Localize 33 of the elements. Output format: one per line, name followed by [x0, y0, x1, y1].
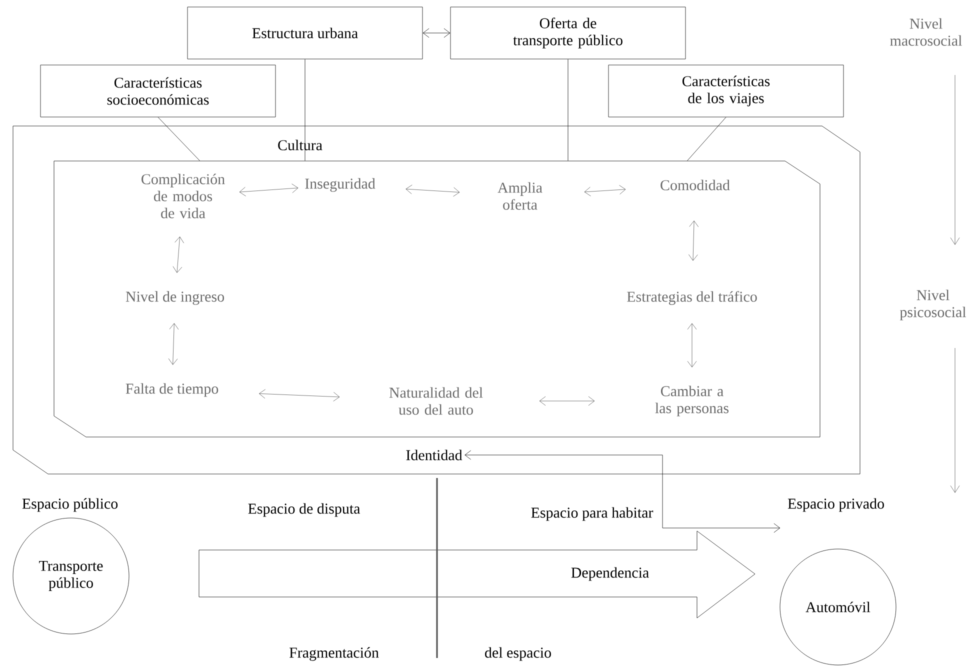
- arrow: [172, 236, 184, 273]
- arrow: [258, 389, 340, 402]
- factor-label: Nivel de ingreso: [126, 291, 224, 305]
- band-label: Identidad: [406, 450, 462, 460]
- factor-box: Oferta de transporte público: [450, 6, 686, 60]
- factor-label: Estrategias del tráfico: [627, 291, 757, 305]
- factor-label: Complicación de modos de vida: [142, 174, 225, 218]
- level-label: Nivel macrosocial: [890, 18, 962, 46]
- arrow: [464, 450, 780, 533]
- factor-label: Amplia oferta: [498, 182, 542, 210]
- space-label: Espacio de disputa: [248, 503, 360, 517]
- arrow: [406, 184, 460, 197]
- factor-box: Características socioeconómicas: [40, 64, 276, 118]
- axis-label: del espacio: [485, 647, 551, 661]
- axis-label: Fragmentación: [289, 647, 379, 661]
- factor-label: Comodidad: [660, 180, 730, 190]
- arrow: [584, 185, 626, 196]
- factor-box: Estructura urbana: [187, 6, 423, 60]
- space-label: Espacio para habitar: [531, 507, 654, 521]
- factor-box: Características de los viajes: [608, 64, 844, 118]
- arrow: [239, 184, 298, 196]
- arrow: [168, 323, 179, 365]
- arrow: [539, 396, 595, 406]
- arrow: [687, 323, 697, 368]
- factor-label: Falta de tiempo: [126, 383, 218, 397]
- inner-frame: [54, 160, 820, 438]
- arrow: [688, 220, 699, 261]
- factor-label: Cambiar a las personas: [655, 386, 729, 416]
- space-label: Espacio privado: [788, 498, 884, 512]
- factor-label: Naturalidad del uso del auto: [389, 387, 483, 415]
- level-label: Nivel psicosocial: [900, 290, 966, 320]
- factor-label: Inseguridad: [305, 178, 376, 192]
- arrow: [422, 28, 450, 38]
